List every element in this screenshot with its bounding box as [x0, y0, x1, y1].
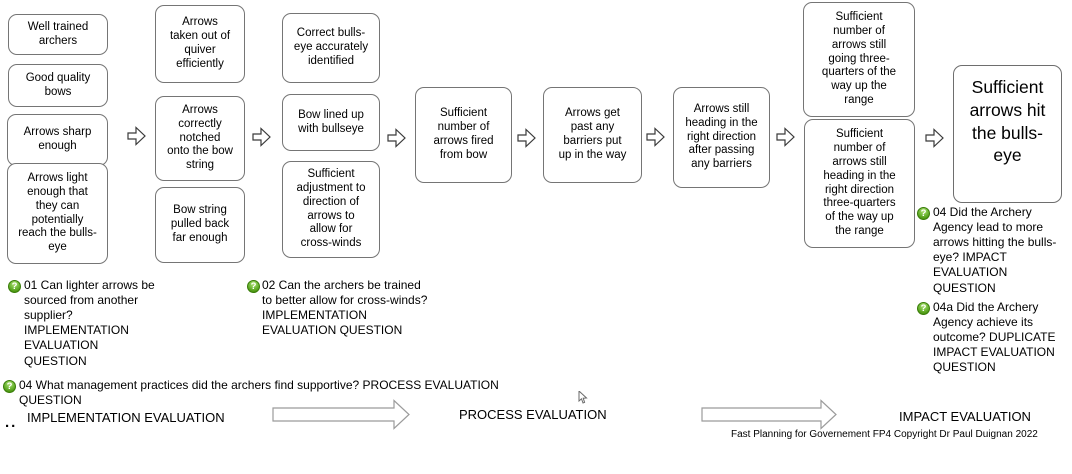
mouse-cursor-icon — [578, 389, 588, 409]
flow-box-arrows-light: Arrows light enough that they can potent… — [7, 163, 108, 264]
question-01-implementation: 01 Can lighter arrows be sourced from an… — [24, 278, 155, 368]
right-arrow-icon — [127, 125, 146, 147]
band-arrow-icon — [701, 399, 838, 435]
flow-box-arrows-right-direction: Arrows still heading in the right direct… — [673, 87, 770, 188]
flow-box-arrows-fired: Sufficient number of arrows fired from b… — [415, 87, 512, 183]
question-icon: ? — [917, 302, 930, 315]
question-icon: ? — [3, 380, 16, 393]
right-arrow-icon — [776, 126, 795, 148]
flow-box-bow-lined-up: Bow lined up with bullseye — [282, 94, 380, 151]
right-arrow-icon — [252, 126, 271, 148]
band-process-evaluation: PROCESS EVALUATION — [459, 407, 607, 422]
question-04a-duplicate-impact: 04a Did the Archery Agency achieve its o… — [933, 300, 1056, 375]
copyright-note: Fast Planning for Governement FP4 Copyri… — [731, 429, 1038, 440]
flow-box-arrows-out-of-quiver: Arrows taken out of quiver efficiently — [155, 5, 245, 83]
flow-box-crosswind-adjustment: Sufficient adjustment to direction of ar… — [282, 161, 380, 258]
question-icon: ? — [8, 280, 21, 293]
question-icon: ? — [247, 280, 260, 293]
flow-box-arrows-direction-three-quarters: Sufficient number of arrows still headin… — [804, 119, 915, 248]
flow-box-outcome-bullseye: Sufficient arrows hit the bulls-eye — [953, 65, 1062, 203]
flow-box-bullseye-identified: Correct bulls-eye accurately identified — [282, 13, 380, 83]
flow-box-good-quality-bows: Good quality bows — [8, 64, 108, 107]
flow-box-arrows-past-barriers: Arrows get past any barriers put up in t… — [543, 87, 642, 183]
right-arrow-icon — [925, 127, 944, 149]
right-arrow-icon — [387, 127, 406, 149]
flow-box-arrows-three-quarters-range: Sufficient number of arrows still going … — [803, 2, 915, 117]
question-04-process: 04 What management practices did the arc… — [19, 378, 499, 408]
question-04-impact: 04 Did the Archery Agency lead to more a… — [933, 205, 1057, 295]
right-arrow-icon — [646, 126, 665, 148]
flow-box-arrows-notched: Arrows correctly notched onto the bow st… — [155, 96, 245, 181]
band-arrow-icon — [272, 399, 411, 435]
question-02-implementation: 02 Can the archers be trained to better … — [262, 278, 428, 338]
band-implementation-evaluation: IMPLEMENTATION EVALUATION — [27, 410, 225, 425]
flow-box-well-trained-archers: Well trained archers — [8, 14, 108, 55]
question-icon: ? — [917, 207, 930, 220]
ellipsis-dots: .. — [5, 414, 18, 431]
flow-box-bowstring-pulled: Bow string pulled back far enough — [155, 187, 245, 263]
flow-box-arrows-sharp: Arrows sharp enough — [7, 114, 108, 166]
right-arrow-icon — [517, 127, 536, 149]
band-impact-evaluation: IMPACT EVALUATION — [899, 409, 1031, 424]
